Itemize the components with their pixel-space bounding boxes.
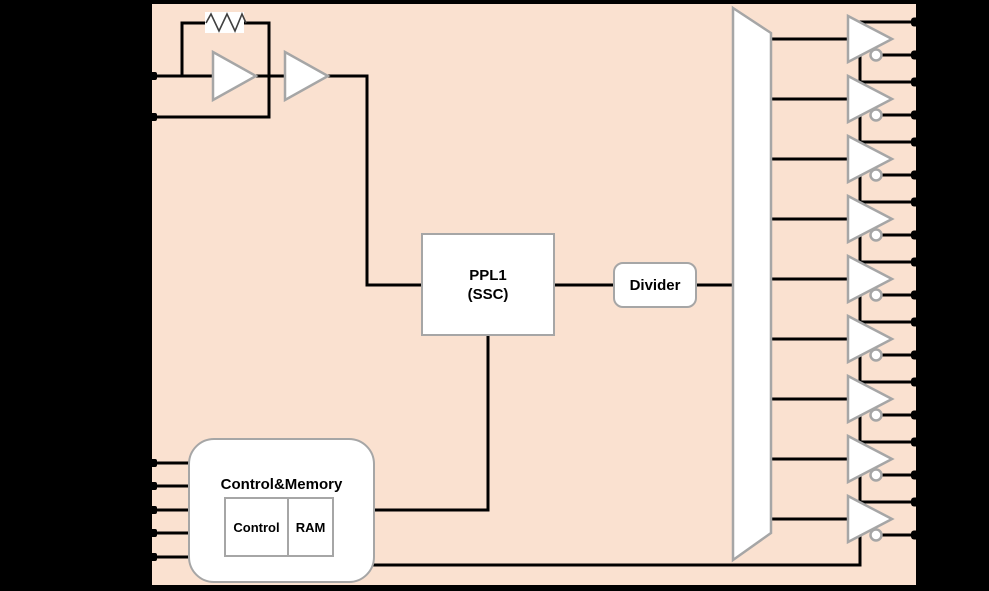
output-pin-nub: [911, 530, 923, 540]
output-pin-nub: [911, 230, 923, 240]
output-pin-nub: [911, 137, 923, 147]
output-buffer-icon: [846, 493, 895, 545]
inverter-bubble-icon: [869, 288, 883, 302]
output-pin-nub: [911, 350, 923, 360]
control-memory-block: Control&Memory Control RAM: [188, 438, 375, 583]
output-buffer-icon: [846, 313, 895, 365]
left-pin-nub: [146, 553, 157, 561]
output-buffer-icon: [846, 373, 895, 425]
output-buffer-icon: [846, 133, 895, 185]
pll-block: PPL1 (SSC): [421, 233, 555, 336]
output-buffer-icon: [846, 73, 895, 125]
output-pin-nub: [911, 497, 923, 507]
output-pin-nub: [911, 257, 923, 267]
output-pin-nub: [911, 170, 923, 180]
control-cell: Control: [226, 499, 289, 555]
inverter-bubble-icon: [869, 348, 883, 362]
inverter-bubble-icon: [869, 168, 883, 182]
mux-shape: [731, 5, 773, 563]
output-pin-nub: [911, 17, 923, 27]
output-pin-nub: [911, 437, 923, 447]
inverter-bubble-icon: [869, 528, 883, 542]
output-pin-nub: [911, 110, 923, 120]
inverter-bubble-icon: [869, 408, 883, 422]
output-pin-nub: [911, 470, 923, 480]
left-pin-nub: [146, 113, 157, 121]
control-memory-title: Control&Memory: [220, 476, 343, 493]
pll-to-control-wire: [374, 334, 490, 512]
left-pin-nub: [146, 506, 157, 514]
left-pin-nub: [146, 482, 157, 490]
output-pin-nub: [911, 377, 923, 387]
feedback-resistor-icon: [205, 11, 247, 33]
output-pin-nub: [911, 410, 923, 420]
divider-block: Divider: [613, 262, 697, 308]
osc-amplifier-icon: [211, 49, 259, 103]
left-pin-nub: [146, 72, 157, 80]
output-pin-nub: [911, 77, 923, 87]
output-pin-nub: [911, 50, 923, 60]
output-pin-nub: [911, 197, 923, 207]
osc-buffer-icon: [283, 49, 331, 103]
inverter-bubble-icon: [869, 108, 883, 122]
output-buffer-icon: [846, 13, 895, 65]
left-pin-nub: [146, 459, 157, 467]
pll-label-line2: (SSC): [467, 285, 509, 303]
inverter-bubble-icon: [869, 228, 883, 242]
divider-label: Divider: [629, 276, 681, 294]
amp2-to-pll-wire: [326, 74, 423, 287]
output-buffer-icon: [846, 253, 895, 305]
output-buffer-icon: [846, 433, 895, 485]
inverter-bubble-icon: [869, 48, 883, 62]
left-pin-nub: [146, 529, 157, 537]
output-pin-nub: [911, 290, 923, 300]
pll-label-line1: PPL1: [469, 266, 507, 284]
ram-cell: RAM: [295, 519, 326, 535]
output-pin-nub: [911, 317, 923, 327]
inverter-bubble-icon: [869, 468, 883, 482]
control-memory-table: Control RAM: [224, 497, 334, 557]
output-buffer-icon: [846, 193, 895, 245]
